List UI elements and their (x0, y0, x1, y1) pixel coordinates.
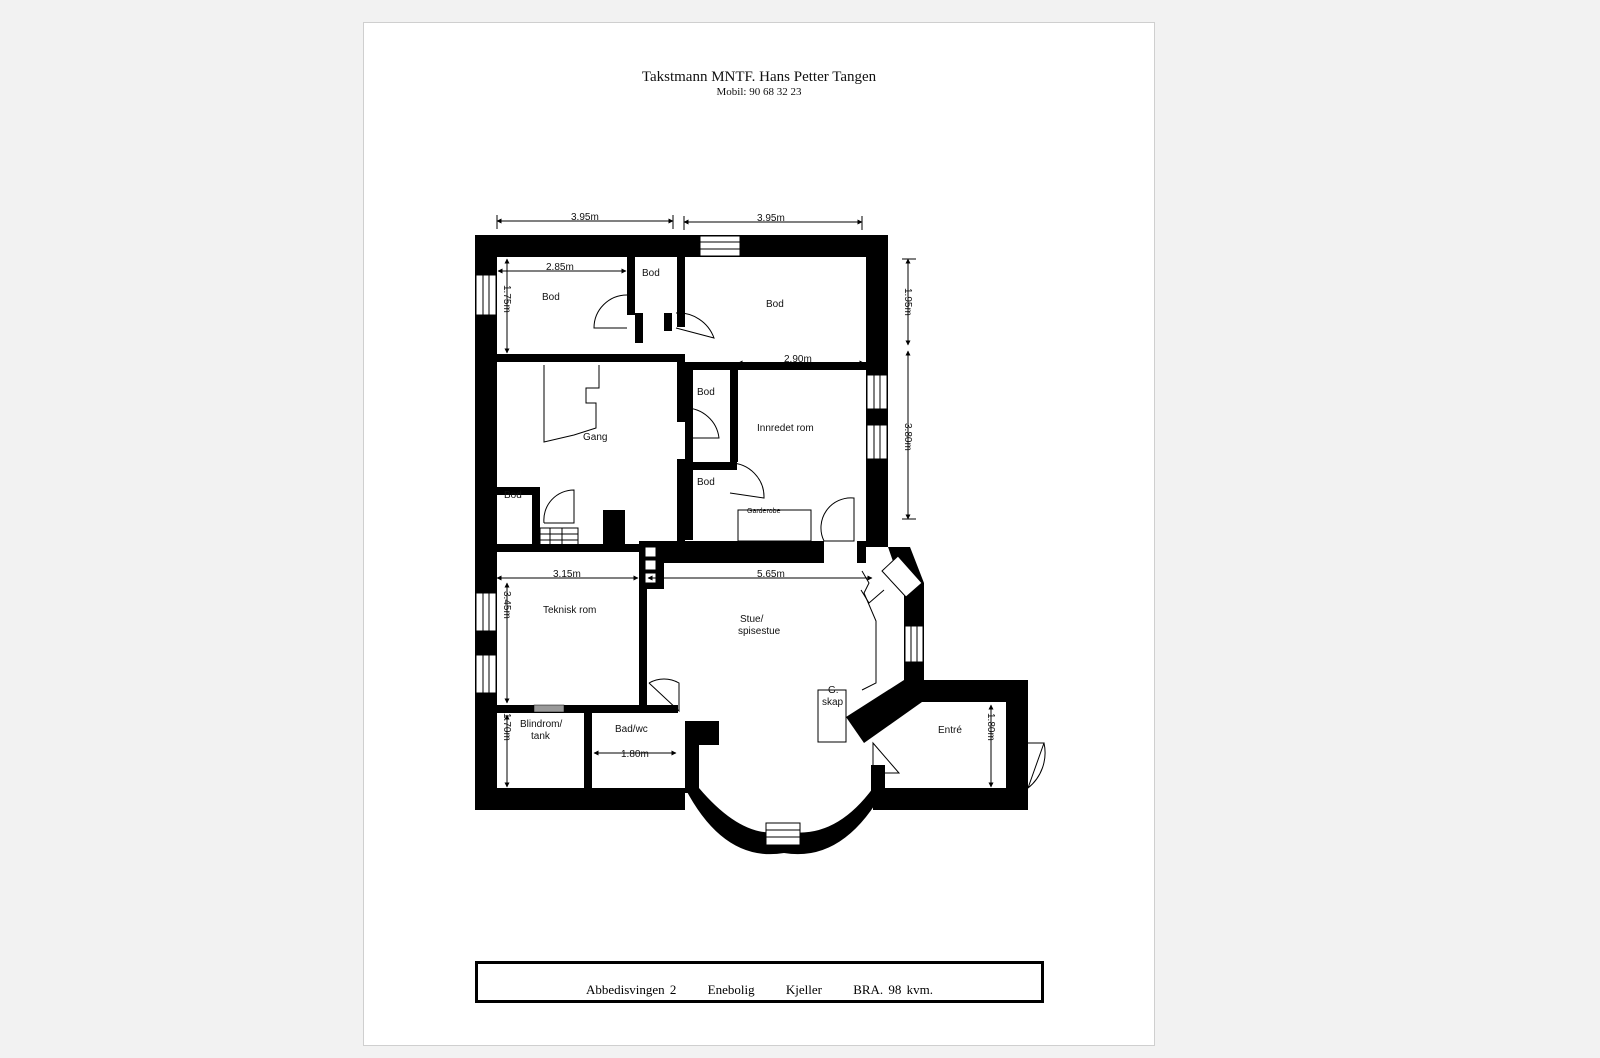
footer-type: Enebolig (707, 982, 755, 997)
room-entre: Entré (938, 725, 962, 736)
room-bod-small: Bod (642, 268, 660, 279)
room-stue-line2: spisestue (738, 626, 781, 637)
footer-floor: Kjeller (785, 982, 822, 997)
staircase (539, 365, 600, 547)
room-bod-left: Bod (504, 490, 522, 501)
room-blindrom-line1: Blindrom/ (520, 719, 562, 730)
room-bod-top-right: Bod (766, 299, 784, 310)
dim-right-upper-height: 1.95m (902, 288, 913, 316)
room-bod-lower-right: Bod (697, 477, 715, 488)
floor-plan: 3.95m 3.95m 2.85m 1.75m 1.95m 2.90m 3.80… (475, 212, 1046, 855)
windows (475, 235, 924, 846)
dim-teknisk-width: 3.15m (553, 569, 581, 580)
dim-innredet-width: 2.90m (784, 354, 812, 365)
dim-right-mid-height: 3.80m (902, 423, 913, 451)
room-garderobe: Garderobe (747, 508, 781, 515)
room-gang: Gang (583, 432, 607, 443)
room-innredet-rom: Innredet rom (757, 423, 814, 434)
title-block-row: Abbedisvingen 2 Enebolig Kjeller BRA. 98… (478, 982, 1041, 998)
dim-top-right-width: 3.95m (757, 213, 785, 224)
dim-stue-width: 5.65m (757, 569, 785, 580)
drawing-sheet: Takstmann MNTF. Hans Petter Tangen Mobil… (363, 22, 1155, 1046)
room-gskap-line2: skap (822, 697, 844, 708)
room-bod-top-left: Bod (542, 292, 560, 303)
dim-blindrom-height: 1.70m (501, 713, 512, 741)
dim-bad-width: 1.80m (621, 749, 649, 760)
dim-top-left-width: 3.95m (571, 212, 599, 223)
dim-bod-height: 1.75m (501, 285, 512, 313)
footer-address: Abbedisvingen 2 (585, 982, 677, 997)
surveyor-phone: Mobil: 90 68 32 23 (716, 86, 802, 98)
room-stue-line1: Stue/ (740, 614, 764, 625)
room-bod-mid-right: Bod (697, 387, 715, 398)
walls (475, 235, 1028, 855)
footer-area: BRA. 98 kvm. (853, 982, 934, 997)
room-bad: Bad/wc (615, 724, 648, 735)
dim-bod-width: 2.85m (546, 262, 574, 273)
dim-entre-height: 1.80m (985, 713, 996, 741)
title-block: Abbedisvingen 2 Enebolig Kjeller BRA. 98… (475, 961, 1044, 1003)
surveyor-title: Takstmann MNTF. Hans Petter Tangen (641, 69, 877, 85)
dim-teknisk-height: 3.45m (501, 591, 512, 619)
room-teknisk-rom: Teknisk rom (543, 605, 596, 616)
room-gskap-line1: G. (828, 685, 839, 696)
room-blindrom-line2: tank (531, 731, 551, 742)
doors (543, 294, 1046, 790)
dimension-lines (496, 215, 994, 788)
